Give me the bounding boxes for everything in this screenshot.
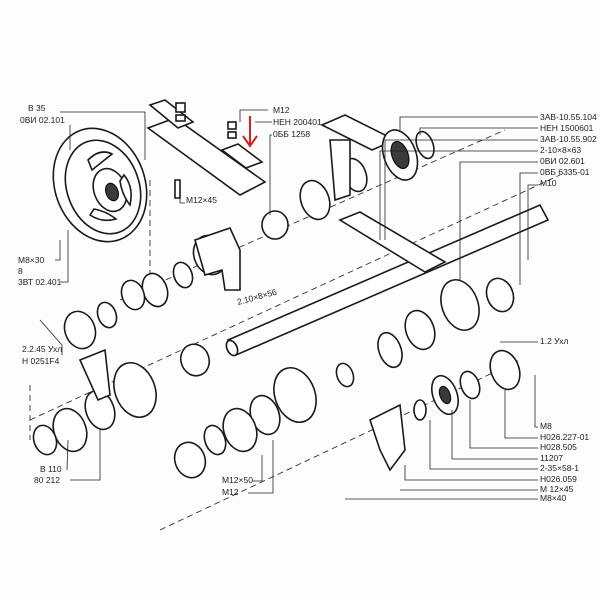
label-grease-code: H 0251F4 (22, 356, 60, 366)
axis-line-lower (29, 174, 561, 421)
label-washer: 8 (18, 266, 23, 276)
label-right-bottom: 11207 (540, 453, 563, 463)
labels-right-bottom: 1.2 Ухл M8 H026.227-01 H028.505 11207 2-… (540, 336, 589, 503)
label-right-top: 3АВ-10.55.902 (540, 134, 597, 144)
bracket-left (78, 348, 111, 402)
bearing-housing-top (194, 227, 241, 291)
highlight-arrow-icon (242, 116, 258, 148)
label-pulley-code: 0ВИ 02.101 (20, 115, 65, 125)
pulley (52, 127, 148, 243)
label-key-code: 3ВТ 02.401 (18, 277, 62, 287)
bracket-right (329, 139, 351, 202)
label-bearing-80212: 80 212 (34, 475, 60, 485)
label-ring-b110: B 110 (40, 464, 62, 474)
mounting-plates (146, 99, 267, 199)
label-right-top: 0ВИ 02.601 (540, 156, 585, 166)
label-right-bottom: M8×40 (540, 493, 566, 503)
bolt-m12x45 (174, 179, 181, 199)
axis-line-bottom (159, 359, 521, 531)
labels-right-top: 3АВ-10.55.104 HEH 1500601 3АВ-10.55.902 … (540, 112, 597, 188)
bearing-housing-bottom (369, 403, 406, 472)
label-key-shaft: 2.10×8×56 (236, 287, 278, 307)
label-nut-m12-b: M12 (222, 487, 239, 497)
shaft (225, 203, 550, 357)
label-right-bottom: H026.227-01 (540, 432, 589, 442)
label-right-top: 0ВБ 6335-01 (540, 167, 590, 177)
label-plate-code2: 0ББ 1258 (273, 129, 310, 139)
label-bolt-m12x50: M12×50 (222, 475, 253, 485)
label-right-bottom: 2-35×58-1 (540, 463, 579, 473)
label-right-top: 2-10×8×63 (540, 145, 581, 155)
label-bolt-m12x45: M12×45 (186, 195, 217, 205)
label-right-bottom: H028.505 (540, 442, 577, 452)
label-right-bottom: H026.059 (540, 474, 577, 484)
label-right-top: M10 (540, 178, 557, 188)
label-bolt-m8: M8×30 (18, 255, 44, 265)
label-grease: 2.2.45 Ухл (22, 344, 62, 354)
label-nut-m12: M12 (273, 105, 290, 115)
label-right-bottom: 1.2 Ухл (540, 336, 568, 346)
label-right-bottom: M8 (540, 421, 552, 431)
label-right-top: HEH 1500601 (540, 123, 594, 133)
label-pulley-b: B 35 (28, 103, 46, 113)
label-right-bottom: M 12×45 (540, 484, 574, 494)
label-plate-code: HEH 200401 (273, 117, 322, 127)
leader-lines (39, 109, 538, 500)
plate-right (338, 211, 447, 273)
label-right-top: 3АВ-10.55.104 (540, 112, 597, 122)
